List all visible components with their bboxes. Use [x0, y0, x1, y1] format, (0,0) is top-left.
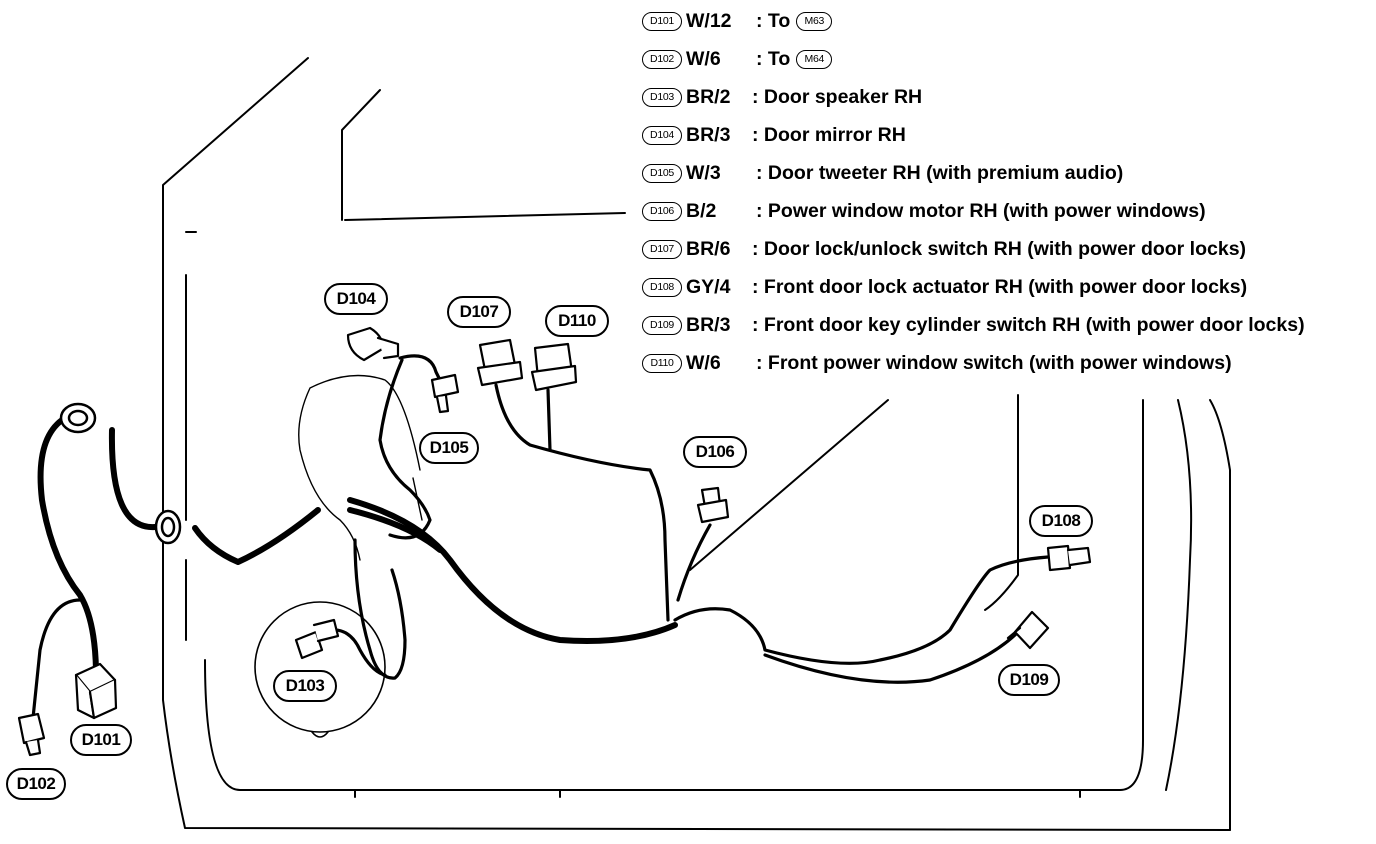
legend-row-d107: D107 BR/6 : Door lock/unlock switch RH (…: [642, 232, 1246, 266]
legend-badge: D104: [642, 125, 682, 145]
legend-row-d108: D108 GY/4 : Front door lock actuator RH …: [642, 270, 1247, 304]
legend-desc: : Power window motor RH (with power wind…: [756, 199, 1206, 222]
legend-badge: D108: [642, 277, 682, 297]
legend-desc: : Door speaker RH: [752, 85, 923, 108]
label-d107: D107: [447, 296, 511, 328]
harness-main: [37, 417, 678, 673]
legend-code: BR/3: [686, 123, 731, 146]
legend-badge: D106: [642, 201, 682, 221]
connector-d104: [346, 326, 400, 362]
label-d101: D101: [70, 724, 132, 756]
legend-code: BR/6: [686, 237, 731, 260]
label-d103: D103: [273, 670, 337, 702]
connector-d108: [1046, 544, 1092, 572]
harness-branches: [31, 354, 1050, 720]
legend-row-d103: D103 BR/2 : Door speaker RH: [642, 80, 922, 114]
legend-code: BR/3: [686, 313, 731, 336]
legend-badge: D110: [642, 353, 682, 373]
legend-badge: D105: [642, 163, 682, 183]
label-d109: D109: [998, 664, 1060, 696]
legend-ref-badge: M63: [796, 11, 833, 31]
legend-code: W/6: [686, 351, 721, 374]
legend-code: W/6: [686, 47, 721, 70]
legend-row-d102: D102 W/6 : To M64: [642, 42, 834, 76]
legend-row-d101: D101 W/12 : To M63: [642, 4, 834, 38]
connector-d107: [476, 338, 524, 387]
label-d105: D105: [419, 432, 479, 464]
legend-code: GY/4: [686, 275, 731, 298]
label-d108: D108: [1029, 505, 1093, 537]
connector-d110: [530, 342, 578, 392]
legend-desc: : To: [756, 9, 791, 32]
legend-badge: D102: [642, 49, 682, 69]
legend-code: BR/2: [686, 85, 731, 108]
connector-d101: [74, 662, 118, 720]
speaker-outline: [254, 601, 386, 738]
door-outline: [162, 57, 1231, 831]
legend-badge: D103: [642, 87, 682, 107]
connector-d102: [17, 712, 46, 757]
label-d102: D102: [6, 768, 66, 800]
legend-desc: : Door lock/unlock switch RH (with power…: [752, 237, 1247, 260]
connector-d105: [430, 373, 460, 414]
legend-ref-badge: M64: [796, 49, 833, 69]
legend-desc: : Door mirror RH: [752, 123, 906, 146]
legend-code: W/12: [686, 9, 732, 32]
connector-d103: [294, 618, 340, 660]
legend-badge: D107: [642, 239, 682, 259]
legend-row-d104: D104 BR/3 : Door mirror RH: [642, 118, 906, 152]
legend-desc: : Front door lock actuator RH (with powe…: [752, 275, 1248, 298]
legend-desc: : To: [756, 47, 791, 70]
legend-row-d106: D106 B/2 : Power window motor RH (with p…: [642, 194, 1206, 228]
legend-desc: : Front door key cylinder switch RH (wit…: [752, 313, 1305, 336]
legend-badge: D109: [642, 315, 682, 335]
connector-d106: [696, 486, 730, 524]
legend-desc: : Front power window switch (with power …: [756, 351, 1232, 374]
connector-d109: [1006, 610, 1050, 650]
legend-code: B/2: [686, 199, 717, 222]
label-d110: D110: [545, 305, 609, 337]
connectors: [17, 326, 1092, 757]
legend-badge: D101: [642, 11, 682, 31]
legend-row-d105: D105 W/3 : Door tweeter RH (with premium…: [642, 156, 1123, 190]
legend-desc: : Door tweeter RH (with premium audio): [756, 161, 1124, 184]
legend-code: W/3: [686, 161, 721, 184]
legend-row-d109: D109 BR/3 : Front door key cylinder swit…: [642, 308, 1305, 342]
trim-panel: [298, 374, 423, 561]
label-d106: D106: [683, 436, 747, 468]
label-d104: D104: [324, 283, 388, 315]
legend-row-d110: D110 W/6 : Front power window switch (wi…: [642, 346, 1232, 380]
grommets: [59, 402, 182, 545]
